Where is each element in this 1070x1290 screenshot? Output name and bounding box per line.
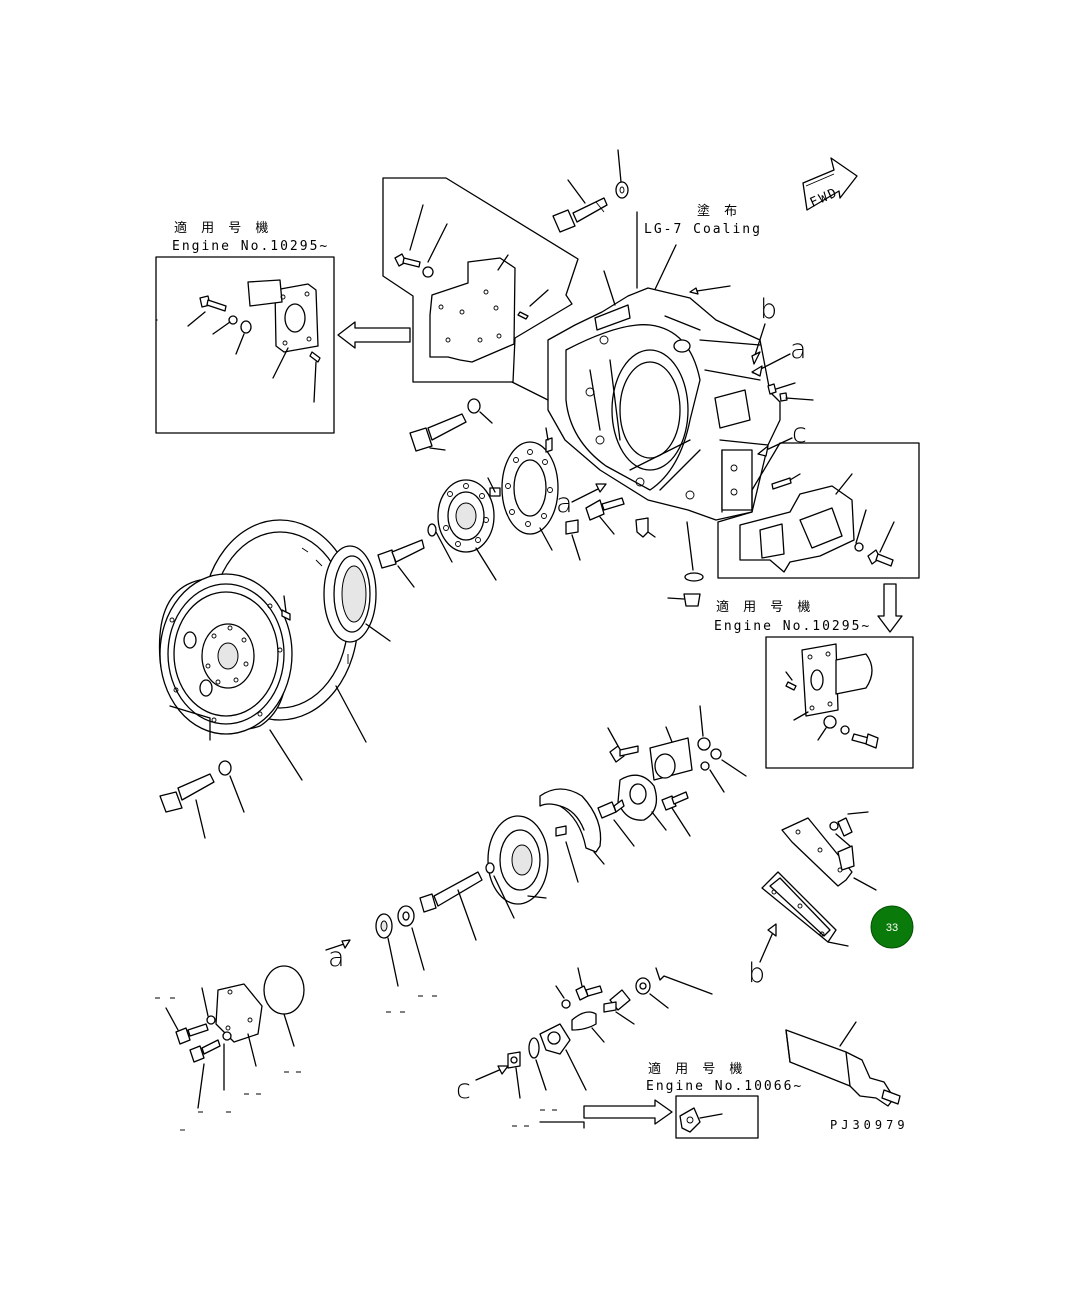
brake-shoe	[539, 788, 635, 883]
top-bolt	[552, 149, 629, 233]
engine-no-label-1: Engine No.10295~	[172, 239, 329, 254]
callout-c-low: c	[456, 1074, 471, 1105]
applicable-label-3: 適 用 号 機	[648, 1061, 747, 1077]
flywheel-bearing	[323, 545, 391, 643]
page-badge: 33	[870, 905, 914, 949]
long-shaft-bolt: a	[325, 871, 483, 987]
callout-a-left: a	[328, 942, 345, 973]
bottom-middle-group: c	[456, 967, 713, 1129]
inset-box-right-upper	[717, 442, 920, 579]
coating-jp-label: 塗 布	[697, 203, 742, 219]
cover-group-left	[165, 965, 305, 1109]
callout-b-low: b	[748, 958, 765, 989]
coating-label: LG-7 Coaling	[644, 222, 762, 237]
arrow-down-big	[877, 583, 903, 633]
engine-no-label-3: Engine No.10066~	[646, 1079, 803, 1094]
arrow-right-big	[583, 1099, 673, 1125]
callout-b-top: b	[760, 294, 777, 325]
housing-small-bolts	[565, 497, 625, 561]
hub-disc	[377, 479, 497, 588]
coating-note: 塗 布 LG-7 Coaling	[636, 203, 762, 301]
applicable-label-2: 適 用 号 機	[716, 599, 815, 615]
tool-shaft	[785, 1021, 901, 1107]
housing-bolt-long	[409, 381, 549, 452]
fwd-arrow: FWD	[802, 157, 858, 211]
flywheel-housing: b a c	[547, 270, 814, 538]
cover-plate-right: b	[748, 811, 877, 989]
lower-bolt-group-top	[607, 705, 747, 837]
applicable-label-1: 適 用 号 機	[174, 220, 273, 236]
inset-box-right-lower: 適 用 号 機 Engine No.10295~	[714, 599, 914, 769]
inset-box-bottom-right: 適 用 号 機 Engine No.10066~	[646, 1061, 803, 1139]
detail-outline-top	[382, 177, 579, 383]
arrow-left-big	[337, 321, 411, 349]
callout-a-top: a	[790, 334, 807, 365]
flywheel-bolt	[159, 760, 245, 839]
drawing-code: PJ30979	[830, 1118, 909, 1132]
flange-ring: a	[487, 427, 607, 551]
drain-plug	[667, 521, 704, 607]
page-badge-number: 33	[886, 922, 898, 934]
flywheel	[158, 519, 367, 781]
blank-item-markers	[155, 995, 557, 1131]
fwd-label: FWD	[808, 185, 841, 211]
callout-a-mid: a	[556, 488, 573, 519]
brake-disc	[485, 815, 549, 919]
inset-box-top-left: 適 用 号 機 Engine No.10295~	[155, 220, 335, 434]
engine-no-label-2: Engine No.10295~	[714, 619, 871, 634]
callout-c-top: c	[792, 418, 807, 449]
